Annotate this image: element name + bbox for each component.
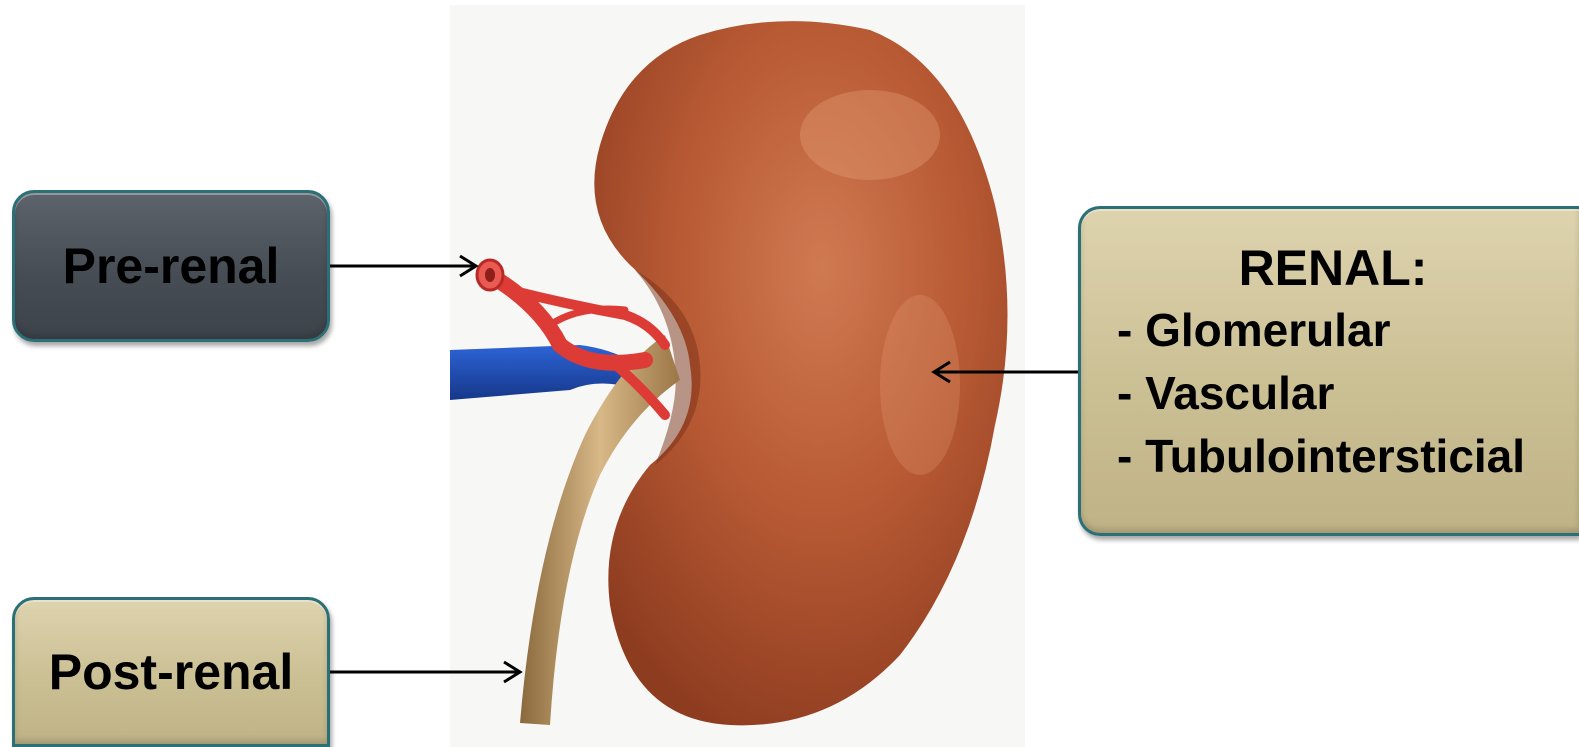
pre-renal-box: Pre-renal — [12, 190, 330, 342]
renal-box: RENAL: - Glomerular - Vascular - Tubuloi… — [1078, 206, 1579, 536]
renal-item-vascular: - Vascular — [1117, 362, 1334, 425]
pre-renal-label: Pre-renal — [63, 237, 280, 295]
renal-item-glomerular: - Glomerular — [1117, 299, 1391, 362]
post-renal-label: Post-renal — [49, 643, 294, 701]
arrow-right — [330, 256, 476, 276]
arrow-right — [330, 662, 520, 682]
renal-title: RENAL: — [1239, 237, 1428, 299]
post-renal-box: Post-renal — [12, 597, 330, 747]
arrow-left — [934, 362, 1080, 382]
renal-item-tubulointersticial: - Tubulointersticial — [1117, 425, 1525, 488]
